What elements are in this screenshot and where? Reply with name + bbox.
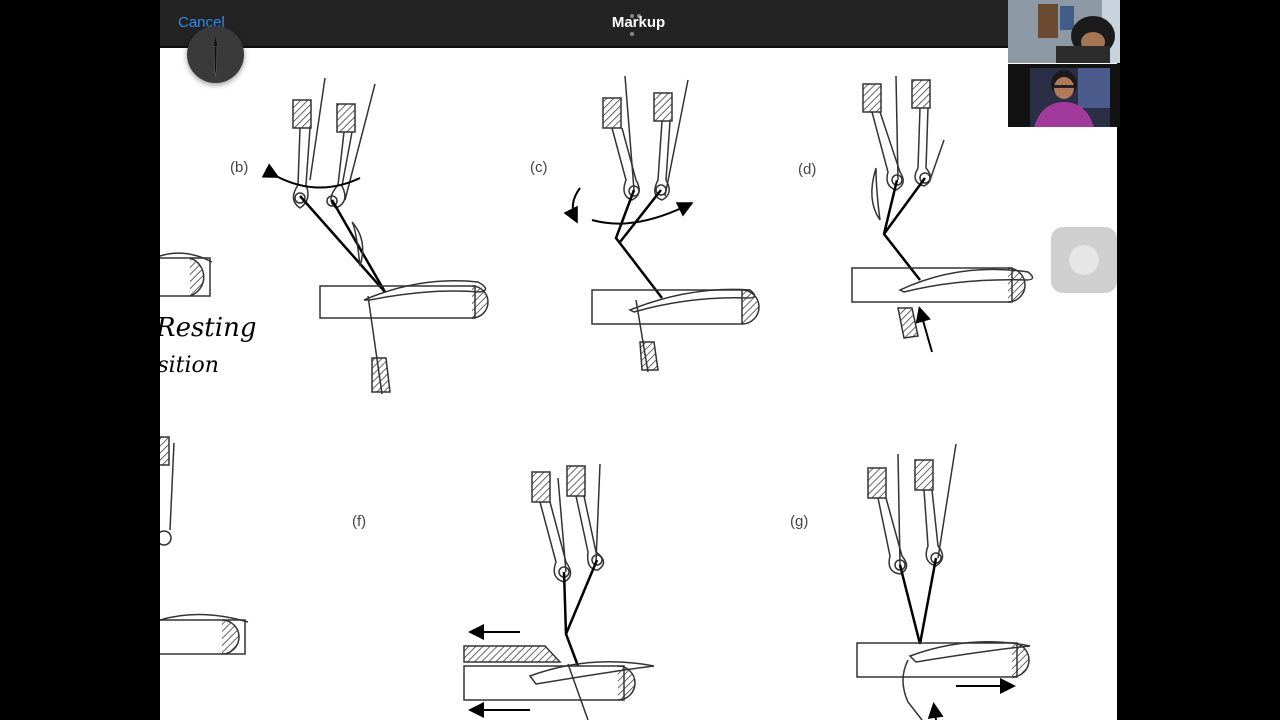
figure-label-d: (d) [798,161,816,178]
figure-c [563,75,760,373]
figure-label-b: (b) [230,159,248,176]
figure-f [463,463,655,720]
assistive-touch-button[interactable] [1051,227,1117,293]
markup-toolbar: Cancel Markup [160,0,1117,48]
participant-avatar-2 [1008,64,1120,127]
figure-b [261,77,489,395]
handwritten-note-line1: Resting [160,313,256,343]
figure-label-c: (c) [530,159,548,176]
figure-label-f: (f) [352,513,366,530]
grabber-dots[interactable] [630,5,650,36]
participant-video-tile-1[interactable] [1008,0,1120,63]
figure-a-partial [160,252,249,655]
participant-avatar-1 [1008,0,1120,63]
pen-icon [213,36,218,77]
handwritten-note-line2: position [160,353,219,378]
assistive-touch-icon [1069,245,1099,275]
figure-d [851,75,1034,353]
sewing-stitch-diagram: Resting position (b) (c) [160,75,1034,720]
page-title: Markup [611,14,666,31]
markup-screen: Resting position (b) (c) [160,0,1117,720]
participant-video-tile-2[interactable] [1008,64,1120,127]
figure-label-g: (g) [790,513,808,530]
pen-tool-button[interactable] [187,26,244,83]
figure-g [856,443,1031,720]
